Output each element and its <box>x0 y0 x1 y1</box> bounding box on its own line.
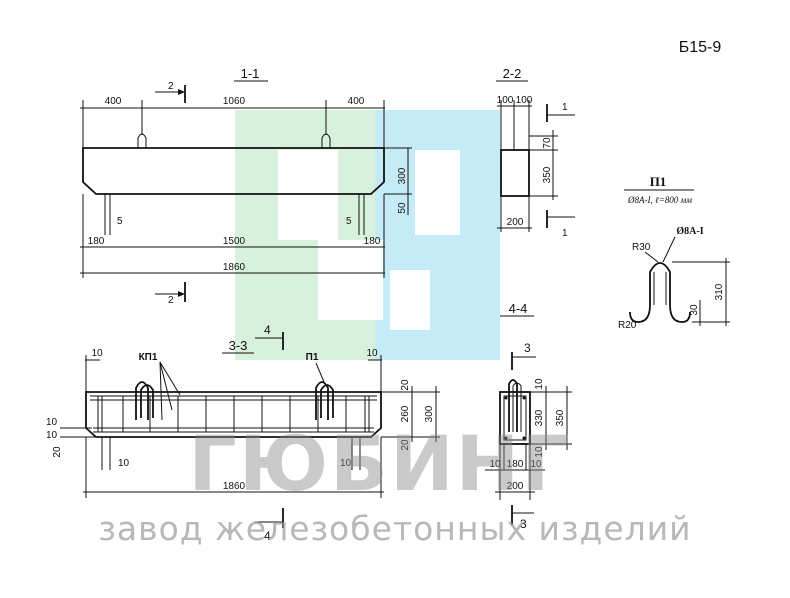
reinforcement-cross-section <box>499 391 531 445</box>
loop-height: 310 <box>714 283 725 300</box>
cut-mark-1-top: 1 <box>562 102 568 113</box>
cut-mark-1-bottom: 1 <box>562 228 568 239</box>
loop-detail: П1 Ø8А-I, ℓ=800 мм Ø8А-I R30 R20 310 30 <box>618 174 730 331</box>
watermark-tagline: завод железобетонных изделий <box>98 509 691 548</box>
loop-radius-top: R30 <box>632 242 651 253</box>
dim-1-1-top-1: 1060 <box>223 96 246 107</box>
dim-2-2-bottom: 200 <box>507 217 524 228</box>
dim-1-1-bottom-2: 180 <box>364 236 381 247</box>
dim-4-4-right-1: 330 <box>534 409 545 426</box>
dim-4-4-bottom-0: 10 <box>489 459 501 470</box>
label-kp1: КП1 <box>139 352 158 363</box>
cut-mark-2-bottom: 2 <box>168 295 174 306</box>
section-title-4-4: 4-4 <box>509 301 528 316</box>
dim-5-right: 5 <box>346 216 352 227</box>
section-title-2-2: 2-2 <box>503 66 522 81</box>
dim-4-4-bottom-1: 180 <box>507 459 524 470</box>
dim-3-3-left-10a: 10 <box>46 417 58 428</box>
dim-3-3-left-20: 20 <box>52 446 63 458</box>
dim-3-3-right-2: 20 <box>400 439 411 451</box>
view-4-4: 4-4 3 10 330 10 350 10 180 10 200 <box>485 301 572 531</box>
cut-mark-3-bottom: 3 <box>520 517 527 531</box>
dim-4-4-right-2: 10 <box>534 446 545 458</box>
view-1-1: 1-1 2 400 1060 400 5 5 300 50 <box>80 66 412 306</box>
dim-1-1-overall: 1860 <box>223 262 246 273</box>
label-p1: П1 <box>306 352 319 363</box>
dim-2-2-right-350: 350 <box>542 166 553 183</box>
section-title-1-1: 1-1 <box>241 66 260 81</box>
view-3-3: 3-3 4 КП1 П1 10 10 <box>46 323 440 543</box>
dim-1-1-bottom-0: 180 <box>88 236 105 247</box>
dim-3-3-top-left: 10 <box>91 348 103 359</box>
dim-2-2-top-0: 100 <box>497 95 514 106</box>
loop-title: П1 <box>650 174 667 189</box>
watermark-logo <box>235 110 500 360</box>
section-title-3-3: 3-3 <box>229 338 248 353</box>
loop-spec: Ø8А-I, ℓ=800 мм <box>627 195 692 205</box>
stirrups <box>97 396 370 432</box>
loop-height-small: 30 <box>689 304 700 316</box>
dim-4-4-bottom: 200 <box>507 481 524 492</box>
loop-bar: Ø8А-I <box>676 226 703 237</box>
dim-1-1-top-0: 400 <box>105 96 122 107</box>
dim-4-4-right-total: 350 <box>555 409 566 426</box>
dim-1-1-right-50: 50 <box>397 202 408 214</box>
dim-3-3-left-10b: 10 <box>46 430 58 441</box>
dim-3-3-right-1: 260 <box>400 405 411 422</box>
dim-3-3-bottom-10b: 10 <box>340 458 352 469</box>
loop-bar-shape <box>649 262 671 305</box>
dim-3-3-overall: 1860 <box>223 481 246 492</box>
beam-cross-section <box>500 149 530 197</box>
cut-mark-4-top: 4 <box>264 323 271 337</box>
dim-3-3-right-total: 300 <box>424 405 435 422</box>
dim-1-1-top-2: 400 <box>348 96 365 107</box>
dim-4-4-right-0: 10 <box>534 378 545 390</box>
view-2-2: 2-2 100 100 1 1 70 350 200 <box>496 66 575 239</box>
cut-mark-3-top: 3 <box>524 341 531 355</box>
watermark-brand: ГЮБИНГ <box>188 419 571 508</box>
dim-4-4-bottom-2: 10 <box>530 459 542 470</box>
dim-2-2-right-70: 70 <box>542 137 553 149</box>
dim-3-3-bottom-10: 10 <box>118 458 130 469</box>
dim-3-3-right-0: 20 <box>400 379 411 391</box>
dim-2-2-top-1: 100 <box>516 95 533 106</box>
dim-1-1-bottom-1: 1500 <box>223 236 246 247</box>
dim-3-3-top-right: 10 <box>366 348 378 359</box>
dim-1-1-right-300: 300 <box>397 167 408 184</box>
loop-radius-bottom: R20 <box>618 320 637 331</box>
dim-5-left: 5 <box>117 216 123 227</box>
cut-mark-2-top: 2 <box>168 81 174 92</box>
cut-mark-4-bottom: 4 <box>264 529 271 543</box>
sheet-code: Б15-9 <box>679 39 722 56</box>
